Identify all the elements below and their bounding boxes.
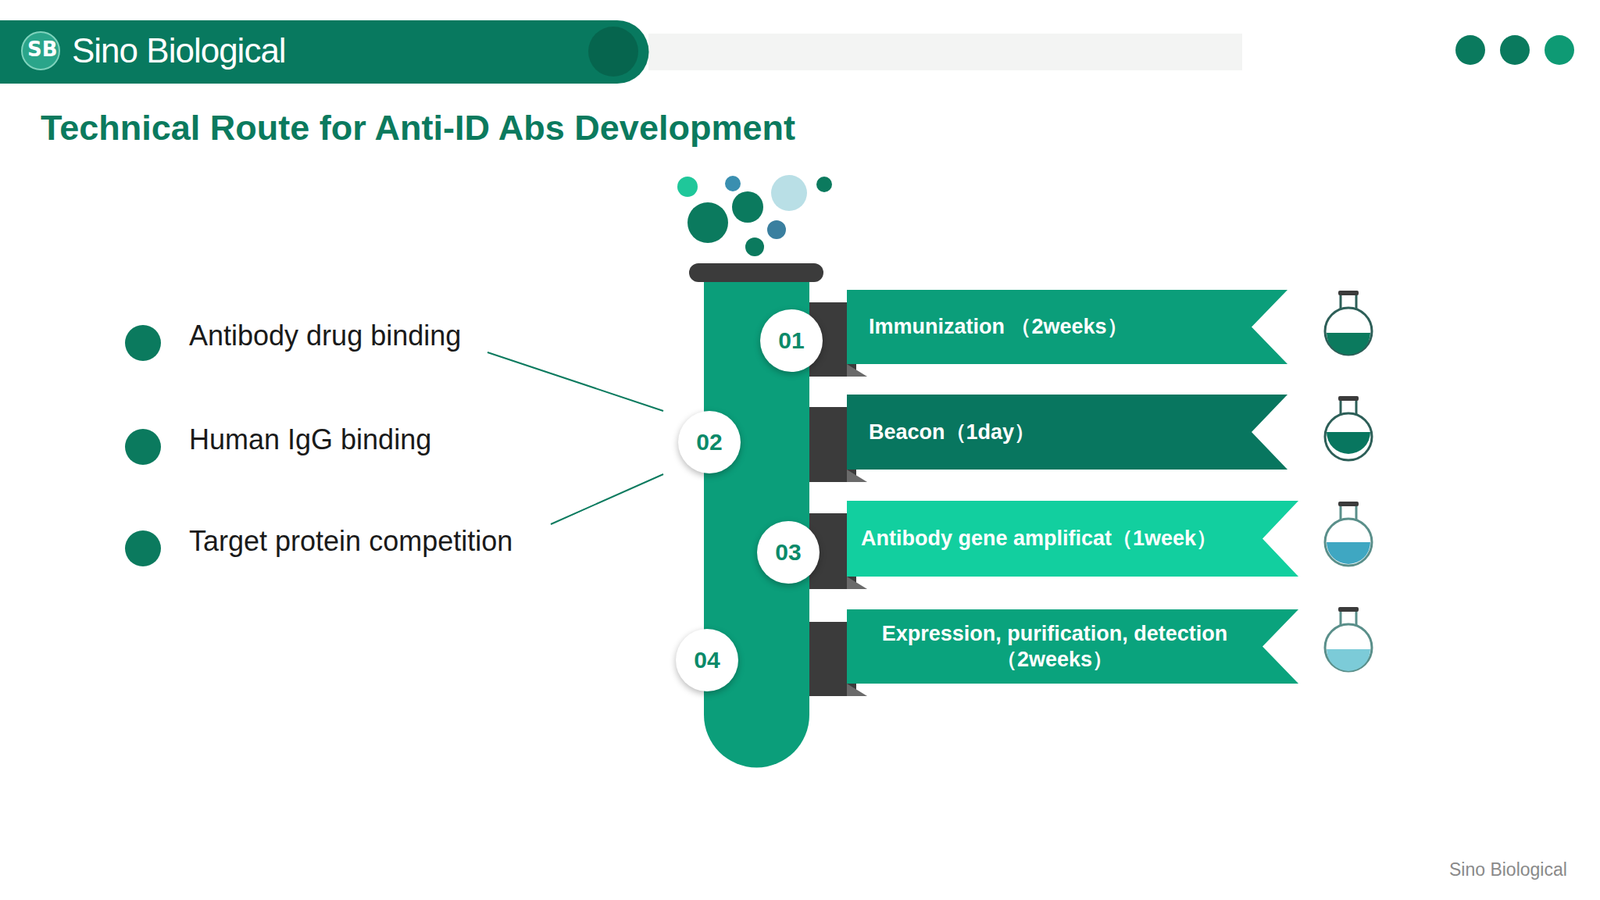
banner-fill xyxy=(846,500,1299,577)
bubble xyxy=(732,191,764,223)
step-banner: Beacon（1day） xyxy=(846,394,1288,470)
step-number: 01 xyxy=(760,309,823,372)
bubble xyxy=(767,220,786,240)
callout-number: 03 xyxy=(775,539,801,566)
watermark: Sino Biological xyxy=(1449,859,1568,881)
header-shade xyxy=(588,26,639,77)
step-label: Expression, purification, detection （2we… xyxy=(851,621,1258,672)
banner-shape xyxy=(846,609,1299,684)
dot xyxy=(1544,35,1575,65)
banner-fill xyxy=(846,394,1288,470)
bubble xyxy=(725,175,741,192)
step-banner: Antibody gene amplificat（1week） xyxy=(846,500,1299,577)
banner-fill xyxy=(846,609,1299,684)
dot xyxy=(1500,35,1530,65)
bullet-text: Antibody drug binding xyxy=(189,319,461,353)
bubble xyxy=(687,202,729,243)
callout-number: 02 xyxy=(696,428,722,456)
step-number: 03 xyxy=(757,521,820,584)
step-label: Beacon（1day） xyxy=(868,419,1036,445)
step-label: Antibody gene amplificat（1week） xyxy=(860,525,1218,551)
step-number: 02 xyxy=(678,410,741,474)
bubble xyxy=(745,237,765,257)
header-band xyxy=(0,20,650,84)
flask-icon xyxy=(1325,396,1372,461)
logo-circle xyxy=(21,32,60,70)
dot xyxy=(1455,35,1486,65)
flask-icon xyxy=(1325,501,1372,566)
bubble xyxy=(771,175,808,211)
callout-number: 04 xyxy=(693,646,720,674)
bullet-text: Target protein competition xyxy=(189,525,513,558)
bullet xyxy=(125,428,161,465)
header-track xyxy=(648,33,1243,71)
bullet xyxy=(125,530,161,567)
title: Technical Route for Anti-ID Abs Developm… xyxy=(40,107,796,149)
logo-mark: SB xyxy=(27,37,58,61)
leader-line xyxy=(487,352,664,411)
banner-fill xyxy=(846,289,1288,365)
bubble xyxy=(677,176,698,197)
step-label: Immunization （2weeks） xyxy=(868,314,1129,340)
leader-line xyxy=(550,474,664,525)
step-number: 04 xyxy=(675,628,739,692)
callout-number: 01 xyxy=(778,327,804,354)
bubble xyxy=(816,176,833,193)
bullet xyxy=(125,325,161,361)
tube-cap xyxy=(689,263,824,283)
flask-icon xyxy=(1325,290,1372,355)
step-banner: Expression, purification, detection （2we… xyxy=(846,609,1299,684)
step-banner: Immunization （2weeks） xyxy=(846,289,1288,365)
bullet-text: Human IgG binding xyxy=(189,423,432,457)
logo-text: Sino Biological xyxy=(71,31,286,71)
flask-icon xyxy=(1325,607,1372,672)
